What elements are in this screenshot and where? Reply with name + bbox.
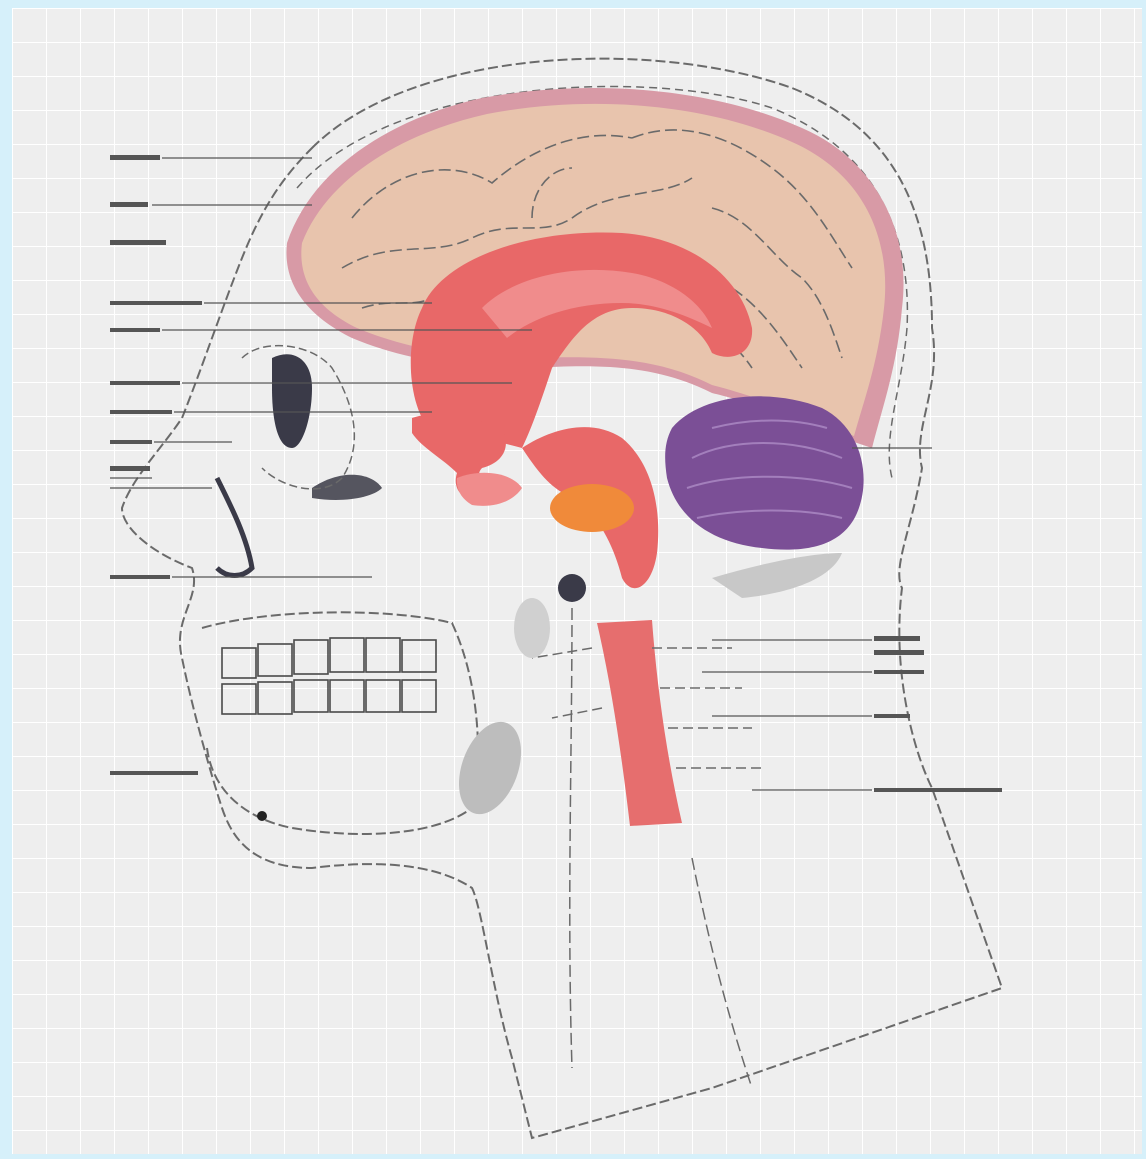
label-right-3 bbox=[874, 650, 924, 655]
palate-shadow bbox=[514, 598, 550, 658]
diagram-frame bbox=[12, 8, 1142, 1154]
head-sagittal-diagram bbox=[12, 8, 1142, 1154]
sphenoid-dark bbox=[558, 574, 586, 602]
pituitary-gland bbox=[550, 484, 634, 532]
label-left-3 bbox=[110, 240, 166, 245]
label-left-12 bbox=[110, 771, 198, 775]
mental-foramen bbox=[257, 811, 267, 821]
